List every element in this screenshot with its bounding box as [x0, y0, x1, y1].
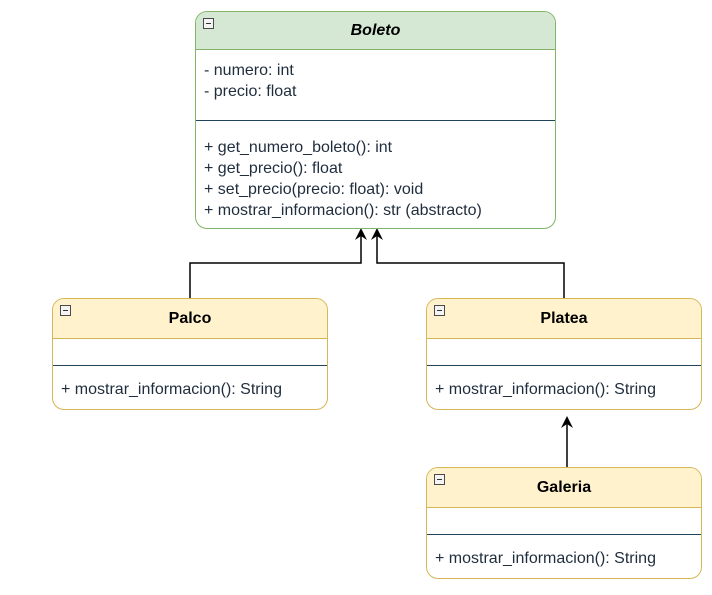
class-boleto[interactable]: Boleto - numero: int - precio: float + g… [195, 11, 556, 229]
class-galeria-methods: + mostrar_informacion(): String [427, 535, 701, 569]
class-palco-attributes [53, 339, 327, 365]
collapse-icon[interactable] [60, 305, 71, 316]
arrowhead-palco-to-boleto [355, 228, 367, 240]
class-platea-header[interactable]: Platea [427, 299, 701, 339]
class-palco-methods: + mostrar_informacion(): String [53, 366, 327, 400]
attribute-line: - precio: float [204, 83, 297, 100]
class-palco[interactable]: Palco + mostrar_informacion(): String [52, 298, 328, 410]
class-galeria[interactable]: Galeria + mostrar_informacion(): String [426, 467, 702, 579]
collapse-icon[interactable] [434, 305, 445, 316]
edge-palco-to-boleto [189, 234, 362, 299]
class-palco-name: Palco [168, 309, 212, 327]
class-galeria-header[interactable]: Galeria [427, 468, 701, 508]
class-platea-attributes [427, 339, 701, 365]
class-palco-header[interactable]: Palco [53, 299, 327, 339]
method-line: + mostrar_informacion(): String [435, 381, 656, 398]
method-line: + set_precio(precio: float): void [204, 181, 424, 198]
section-divider [427, 534, 701, 535]
class-platea-methods: + mostrar_informacion(): String [427, 366, 701, 400]
attribute-line: - numero: int [204, 62, 294, 79]
edge-platea-to-boleto [376, 234, 565, 299]
class-boleto-name: Boleto [350, 21, 401, 39]
class-galeria-name: Galeria [536, 478, 592, 496]
collapse-icon[interactable] [203, 18, 214, 29]
class-boleto-methods: + get_numero_boleto(): int + get_precio(… [196, 121, 555, 221]
arrowhead-galeria-to-platea [561, 416, 573, 428]
method-line: + mostrar_informacion(): String [61, 381, 282, 398]
collapse-icon[interactable] [434, 474, 445, 485]
class-boleto-header[interactable]: Boleto [196, 12, 555, 50]
method-line: + mostrar_informacion(): str (abstracto) [204, 202, 482, 219]
method-line: + get_numero_boleto(): int [204, 139, 393, 156]
class-boleto-attributes: - numero: int - precio: float [196, 50, 555, 120]
section-divider [196, 120, 555, 121]
section-divider [427, 365, 701, 366]
class-platea-name: Platea [540, 309, 588, 327]
class-galeria-attributes [427, 508, 701, 534]
class-platea[interactable]: Platea + mostrar_informacion(): String [426, 298, 702, 410]
method-line: + get_precio(): float [204, 160, 343, 177]
method-line: + mostrar_informacion(): String [435, 550, 656, 567]
arrowhead-platea-to-boleto [371, 228, 383, 240]
section-divider [53, 365, 327, 366]
